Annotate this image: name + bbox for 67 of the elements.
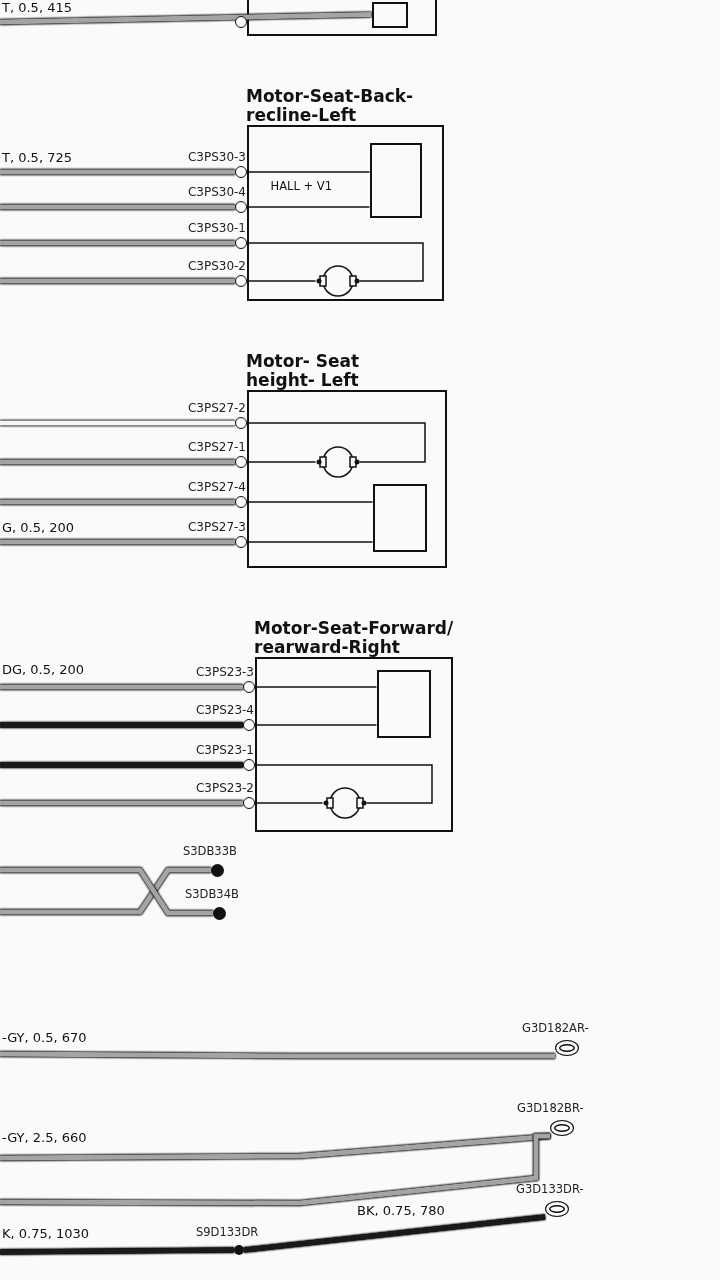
- wire: [246, 461, 317, 463]
- cable: [0, 204, 235, 210]
- cable: [0, 169, 235, 175]
- cable: [0, 1133, 550, 1206]
- edge-label: G, 0.5, 200: [0, 520, 77, 535]
- wire: [246, 280, 317, 282]
- motor-symbol: [315, 443, 360, 480]
- motor-symbol: [315, 262, 360, 299]
- pin-label: C3PS27-3: [187, 520, 246, 534]
- pin-label: C3PS27-1: [187, 440, 246, 454]
- ground-label: G3D182AR-: [522, 1021, 589, 1035]
- cable: [0, 1247, 235, 1255]
- wire: [246, 242, 424, 282]
- cable: [0, 240, 235, 246]
- wire: [254, 686, 378, 688]
- ground-label: G3D182BR-: [517, 1101, 584, 1115]
- sensor-box: [371, 1, 408, 28]
- wire: [246, 541, 374, 543]
- sensor-box: [376, 669, 431, 738]
- sensor-box: [372, 483, 427, 552]
- edge-label: T, 0.5, 725: [0, 150, 74, 165]
- cable: [0, 12, 372, 25]
- component-title: Motor-Seat-Back- recline-Left: [246, 87, 415, 125]
- pin-label: C3PS30-4: [187, 185, 246, 199]
- edge-label: T, 0.5, 415: [0, 0, 74, 15]
- pin-label: C3PS23-1: [195, 743, 254, 757]
- component-title: Motor- Seat height- Left: [246, 352, 361, 390]
- cable: [0, 1051, 555, 1059]
- wire: [246, 206, 371, 208]
- splice-label: S3DB34B: [185, 887, 239, 901]
- cable: [0, 684, 243, 690]
- edge-label: BK, 0.75, 780: [355, 1203, 447, 1218]
- wire: [246, 501, 374, 503]
- pin-label: C3PS27-4: [187, 480, 246, 494]
- splice-label: S9D133DR: [196, 1225, 259, 1239]
- pin-label: C3PS30-2: [187, 259, 246, 273]
- edge-label: -GY, 0.5, 670: [0, 1030, 89, 1045]
- wire: [246, 171, 371, 173]
- cable: [0, 762, 243, 768]
- cable: [0, 420, 235, 426]
- edge-label: K, 0.75, 1030: [0, 1226, 92, 1241]
- component-box: [247, 0, 437, 36]
- splice-label: S3DB33B: [183, 844, 237, 858]
- edge-label: DG, 0.5, 200: [0, 662, 87, 677]
- wire: [246, 422, 426, 463]
- cable: [0, 722, 243, 728]
- wire: [254, 764, 433, 804]
- pin-label: C3PS30-3: [187, 150, 246, 164]
- motor-symbol: [322, 784, 367, 821]
- pin-label: C3PS23-3: [195, 665, 254, 679]
- wire: [254, 802, 324, 804]
- sensor-box: [369, 142, 422, 218]
- sensor-label: HALL + V1: [270, 178, 332, 193]
- cable: [0, 539, 235, 545]
- pin-label: C3PS23-4: [195, 703, 254, 717]
- pin-label: C3PS27-2: [187, 401, 246, 415]
- cable: [0, 499, 235, 505]
- cable: [0, 800, 243, 806]
- edge-label: -GY, 2.5, 660: [0, 1130, 89, 1145]
- pin-label: C3PS23-2: [195, 781, 254, 795]
- cable: [0, 459, 235, 465]
- cable: [243, 1214, 546, 1253]
- pin-label: C3PS30-1: [187, 221, 246, 235]
- wire: [254, 724, 378, 726]
- cable: [0, 278, 235, 284]
- ground-label: G3D133DR-: [516, 1182, 584, 1196]
- component-title: Motor-Seat-Forward/ rearward-Right: [254, 619, 455, 657]
